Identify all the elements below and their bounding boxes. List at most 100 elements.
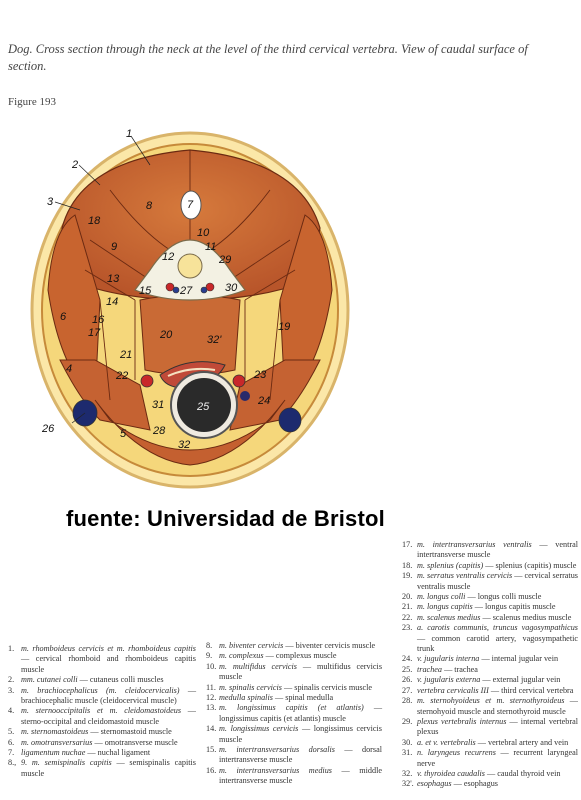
- legend-text: m. serratus ventralis cervicis — cervica…: [417, 571, 578, 592]
- legend-item: 23.a. carotis communis, truncus vagosymp…: [402, 623, 578, 654]
- internal-jugular-right: [240, 391, 250, 401]
- legend-description: — internal vertebral plexus: [417, 716, 578, 737]
- legend-description: — trachea: [442, 664, 478, 674]
- legend-item: 15.m. intertransversarius dorsalis — dor…: [206, 745, 382, 766]
- legend-term: a. et v. vertebralis: [417, 737, 476, 747]
- legend-description: — caudal thyroid vein: [485, 768, 561, 778]
- legend-term: m. longissimus cervicis: [219, 724, 299, 734]
- vertebral-artery-left: [165, 282, 175, 292]
- legend-number: 9.: [206, 651, 213, 661]
- legend-text: m. biventer cervicis — biventer cervicis…: [219, 641, 382, 651]
- label-11: 11: [205, 241, 216, 253]
- legend-item: 32.v. thyroidea caudalis — caudal thyroi…: [402, 769, 578, 779]
- legend-number: 8.: [206, 641, 213, 650]
- legend-description: — cervical serratus ventralis muscle: [417, 571, 578, 591]
- legend-description: — longissimus cervicis muscle: [219, 724, 382, 744]
- label-2: 2: [71, 159, 78, 171]
- legend-text: m. scalenus medius — scalenus medius mus…: [417, 613, 578, 623]
- legend-item: 28.m. sternohyoideus et m. sternothyroid…: [402, 696, 578, 717]
- legend-term: m. intertransversarius dorsalis: [219, 745, 335, 755]
- external-jugular-right: [278, 407, 302, 433]
- legend-item: 7. ligamentum nuchae — nuchal ligament: [8, 748, 196, 758]
- legend-term: trachea: [417, 664, 443, 674]
- legend-item: 3.m. brachiocephalicus (m. cleidocervica…: [8, 686, 196, 707]
- legend-description: — scalenus medius muscle: [480, 612, 572, 622]
- legend-number: 10.: [206, 661, 217, 671]
- legend-item: 31. n. laryngeus recurrens — recurrent la…: [402, 748, 578, 769]
- legend-description: — nuchal ligament: [85, 748, 151, 758]
- label-14: 14: [106, 296, 118, 308]
- label-5: 5: [120, 428, 127, 440]
- legend-column-3: 17.m. intertransversarius ventralis — ve…: [402, 540, 578, 790]
- legend-number: 14.: [206, 724, 217, 734]
- legend-item: 6.m. omotransversarius — omotransverse m…: [8, 738, 196, 748]
- figure-label: Figure 193: [8, 96, 56, 108]
- legend-term: mm. cutanei colli: [21, 675, 78, 685]
- legend-text: a. et v. vertebralis — vertebral artery …: [417, 738, 578, 748]
- legend-item: 25.trachea — trachea: [402, 665, 578, 675]
- legend-text: m. intertransversarius dorsalis — dorsal…: [219, 745, 382, 766]
- label-32-prime: 32': [207, 334, 222, 346]
- legend-text: m. spinalis cervicis — spinalis cervicis…: [219, 683, 382, 693]
- legend-number: 21.: [402, 602, 413, 612]
- label-25: 25: [196, 401, 210, 413]
- label-21: 21: [119, 349, 132, 361]
- legend-number: 30.: [402, 737, 413, 747]
- legend-number: 6.: [8, 737, 15, 747]
- legend-number: 12.: [206, 693, 217, 703]
- legend-term: m. multifidus cervicis: [219, 661, 297, 671]
- legend-number: 11.: [206, 682, 216, 692]
- legend-term: vertebra cervicalis III: [417, 685, 489, 695]
- legend-item: 8. m. biventer cervicis — biventer cervic…: [206, 641, 382, 651]
- legend-number: 19.: [402, 571, 413, 581]
- legend-item: 8.,9. m. semispinalis capitis — semispin…: [8, 758, 196, 779]
- label-26: 26: [41, 423, 55, 435]
- legend-term: ligamentum nuchae: [21, 748, 86, 758]
- label-16: 16: [92, 314, 105, 326]
- legend-term: medulla spinalis: [219, 693, 273, 703]
- legend-item: 4.m. sternooccipitalis et m. cleidomasto…: [8, 706, 196, 727]
- legend-text: 9. m. semispinalis capitis — semispinali…: [21, 758, 196, 779]
- legend-description: — longus colli muscle: [465, 592, 542, 602]
- legend-term: m. sternooccipitalis et m. cleidomastoid…: [21, 706, 182, 716]
- legend-text: m. intertransversarius medius — middle i…: [219, 766, 382, 787]
- legend-term: m. serratus ventralis cervicis: [417, 571, 513, 581]
- legend-text: m. longissimus cervicis — longissimus ce…: [219, 724, 382, 745]
- legend-text: n. laryngeus recurrens — recurrent laryn…: [417, 748, 578, 769]
- legend-number: 31.: [402, 748, 413, 758]
- label-13: 13: [107, 273, 120, 285]
- vertebral-artery-right: [205, 282, 215, 292]
- label-23: 23: [253, 369, 267, 381]
- label-20: 20: [159, 329, 173, 341]
- legend-term: m. rhomboideus cervicis et m. rhomboideu…: [21, 644, 196, 653]
- leader-lines: [54, 135, 151, 424]
- legend-description: — recurrent laryngeal nerve: [417, 748, 578, 768]
- legend-item: 18.m. splenius (capitis) — splenius (cap…: [402, 561, 578, 571]
- label-22: 22: [115, 370, 128, 382]
- legend-item: 9. m. complexus — complexus muscle: [206, 651, 382, 661]
- legend-text: m. rhomboideus cervicis et m. rhomboideu…: [21, 644, 196, 675]
- legend-description: — middle intertransverse muscle: [219, 765, 382, 786]
- trachea-lumen: [177, 378, 231, 432]
- legend-text: ligamentum nuchae — nuchal ligament: [21, 748, 196, 758]
- legend-description: — cervical rhomboid and rhomboideus capi…: [21, 654, 196, 674]
- legend-term: m. omotransversarius: [21, 737, 93, 747]
- legend-column-1: 1.m. rhomboideus cervicis et m. rhomboid…: [8, 644, 196, 779]
- legend-item: 32'.esophagus — esophagus: [402, 779, 578, 789]
- legend-description: — third cervical vertebra: [488, 685, 574, 695]
- legend-text: vertebra cervicalis III — third cervical…: [417, 686, 578, 696]
- legend-item: 1.m. rhomboideus cervicis et m. rhomboid…: [8, 644, 196, 675]
- source-watermark: fuente: Universidad de Bristol: [66, 506, 385, 531]
- legend-term: 9. m. semispinalis capitis: [21, 758, 112, 768]
- legend-description: — semispinalis capitis muscle: [21, 758, 196, 778]
- legend-number: 3.: [8, 685, 15, 695]
- legend-item: 14.m. longissimus cervicis — longissimus…: [206, 724, 382, 745]
- legend-text: v. jugularis externa — external jugular …: [417, 675, 578, 685]
- legend-number: 7.: [8, 748, 15, 758]
- legend-description: — common carotid artery, vagosympathetic…: [417, 633, 578, 654]
- legend-text: m. multifidus cervicis — multifidus cerv…: [219, 662, 382, 683]
- legend-description: — spinal medulla: [272, 693, 334, 703]
- legend-text: m. complexus — complexus muscle: [219, 651, 382, 661]
- legend-term: m. sternomastoideus: [21, 727, 89, 737]
- legend-text: m. intertransversarius ventralis — ventr…: [417, 540, 578, 561]
